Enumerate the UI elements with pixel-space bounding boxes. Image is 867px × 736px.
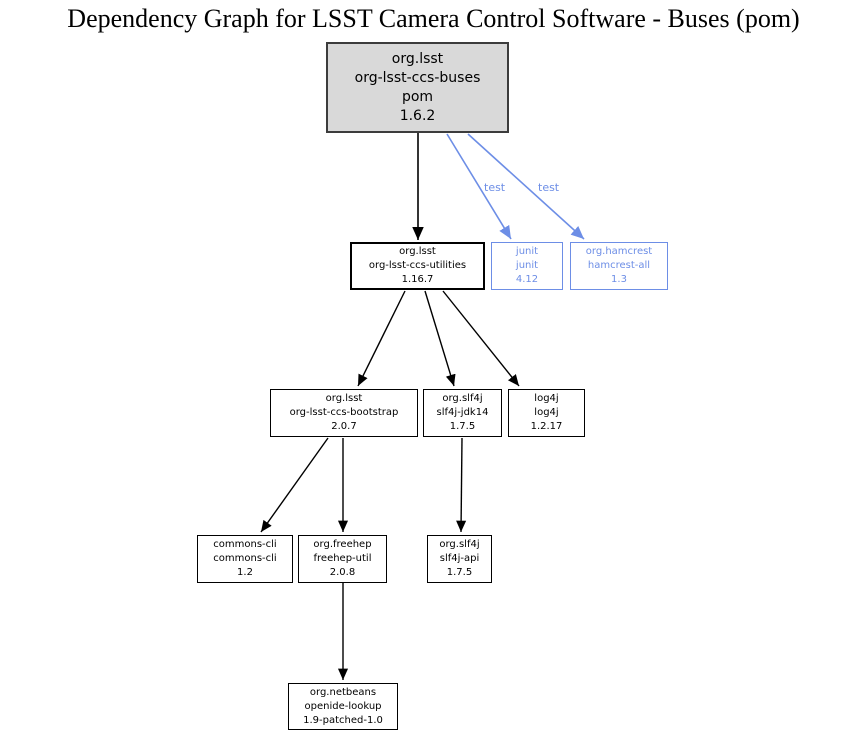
edge-bootstrap-commons-cli bbox=[260, 437, 329, 533]
edge-buses-hamcrest bbox=[467, 133, 585, 240]
node-packaging: pom bbox=[401, 88, 434, 105]
node-group-id: org.freehep bbox=[313, 539, 372, 550]
node-group-id: org.slf4j bbox=[439, 539, 480, 550]
node-artifact-id: hamcrest-all bbox=[587, 260, 651, 271]
node-openide-lookup: org.netbeans openide-lookup 1.9-patched-… bbox=[288, 683, 398, 730]
node-version: 2.0.7 bbox=[331, 421, 357, 432]
node-version: 2.0.8 bbox=[329, 567, 356, 578]
node-artifact-id: junit bbox=[515, 260, 539, 271]
node-org-lsst-ccs-utilities: org.lsst org-lsst-ccs-utilities 1.16.7 bbox=[350, 242, 485, 290]
node-version: 1.7.5 bbox=[449, 421, 476, 432]
node-artifact-id: org-lsst-ccs-utilities bbox=[368, 260, 467, 271]
edge-buses-junit bbox=[446, 133, 512, 240]
graph-title: Dependency Graph for LSST Camera Control… bbox=[67, 4, 800, 33]
edge-utilities-bootstrap bbox=[357, 290, 406, 387]
node-group-id: org.slf4j bbox=[442, 393, 483, 404]
node-version: 1.9-patched-1.0 bbox=[303, 714, 383, 726]
node-hamcrest-all: org.hamcrest hamcrest-all 1.3 bbox=[570, 242, 668, 290]
node-artifact-id: commons-cli bbox=[213, 553, 277, 564]
edge-label-test-junit: test bbox=[484, 181, 506, 194]
node-artifact-id: freehep-util bbox=[313, 553, 372, 564]
node-group-id: org.hamcrest bbox=[585, 246, 653, 257]
node-commons-cli: commons-cli commons-cli 1.2 bbox=[197, 535, 293, 583]
node-group-id: org.lsst bbox=[325, 393, 363, 404]
node-slf4j-api: org.slf4j slf4j-api 1.7.5 bbox=[427, 535, 492, 583]
node-group-id: commons-cli bbox=[213, 539, 277, 550]
node-artifact-id: log4j bbox=[534, 407, 559, 418]
node-version: 1.7.5 bbox=[446, 567, 473, 578]
node-group-id: log4j bbox=[534, 393, 559, 404]
node-slf4j-jdk14: org.slf4j slf4j-jdk14 1.7.5 bbox=[423, 389, 502, 437]
node-junit: junit junit 4.12 bbox=[491, 242, 563, 290]
edge-utilities-slf4j-jdk14 bbox=[424, 290, 456, 387]
node-version: 1.2 bbox=[237, 567, 253, 578]
node-version: 1.2.17 bbox=[530, 421, 563, 432]
node-artifact-id: org-lsst-ccs-buses bbox=[354, 69, 481, 86]
node-group-id: org.netbeans bbox=[309, 686, 377, 698]
edge-label-test-hamcrest: test bbox=[538, 181, 560, 194]
node-version: 4.12 bbox=[515, 274, 539, 285]
node-version: 1.3 bbox=[611, 274, 627, 285]
edge-slf4j-jdk14-slf4j-api bbox=[456, 437, 467, 533]
node-artifact-id: slf4j-jdk14 bbox=[436, 407, 489, 418]
node-version: 1.16.7 bbox=[401, 274, 434, 285]
node-artifact-id: org-lsst-ccs-bootstrap bbox=[289, 407, 399, 418]
node-group-id: junit bbox=[515, 246, 539, 257]
edge-utilities-log4j bbox=[442, 290, 520, 387]
node-log4j: log4j log4j 1.2.17 bbox=[508, 389, 585, 437]
node-artifact-id: slf4j-api bbox=[439, 553, 480, 564]
node-freehep-util: org.freehep freehep-util 2.0.8 bbox=[298, 535, 387, 583]
node-version: 1.6.2 bbox=[399, 107, 436, 124]
node-org-lsst-ccs-buses: org.lsst org-lsst-ccs-buses pom 1.6.2 bbox=[326, 42, 509, 133]
node-artifact-id: openide-lookup bbox=[304, 700, 382, 712]
node-org-lsst-ccs-bootstrap: org.lsst org-lsst-ccs-bootstrap 2.0.7 bbox=[270, 389, 418, 437]
node-group-id: org.lsst bbox=[399, 246, 436, 257]
node-group-id: org.lsst bbox=[391, 50, 444, 67]
